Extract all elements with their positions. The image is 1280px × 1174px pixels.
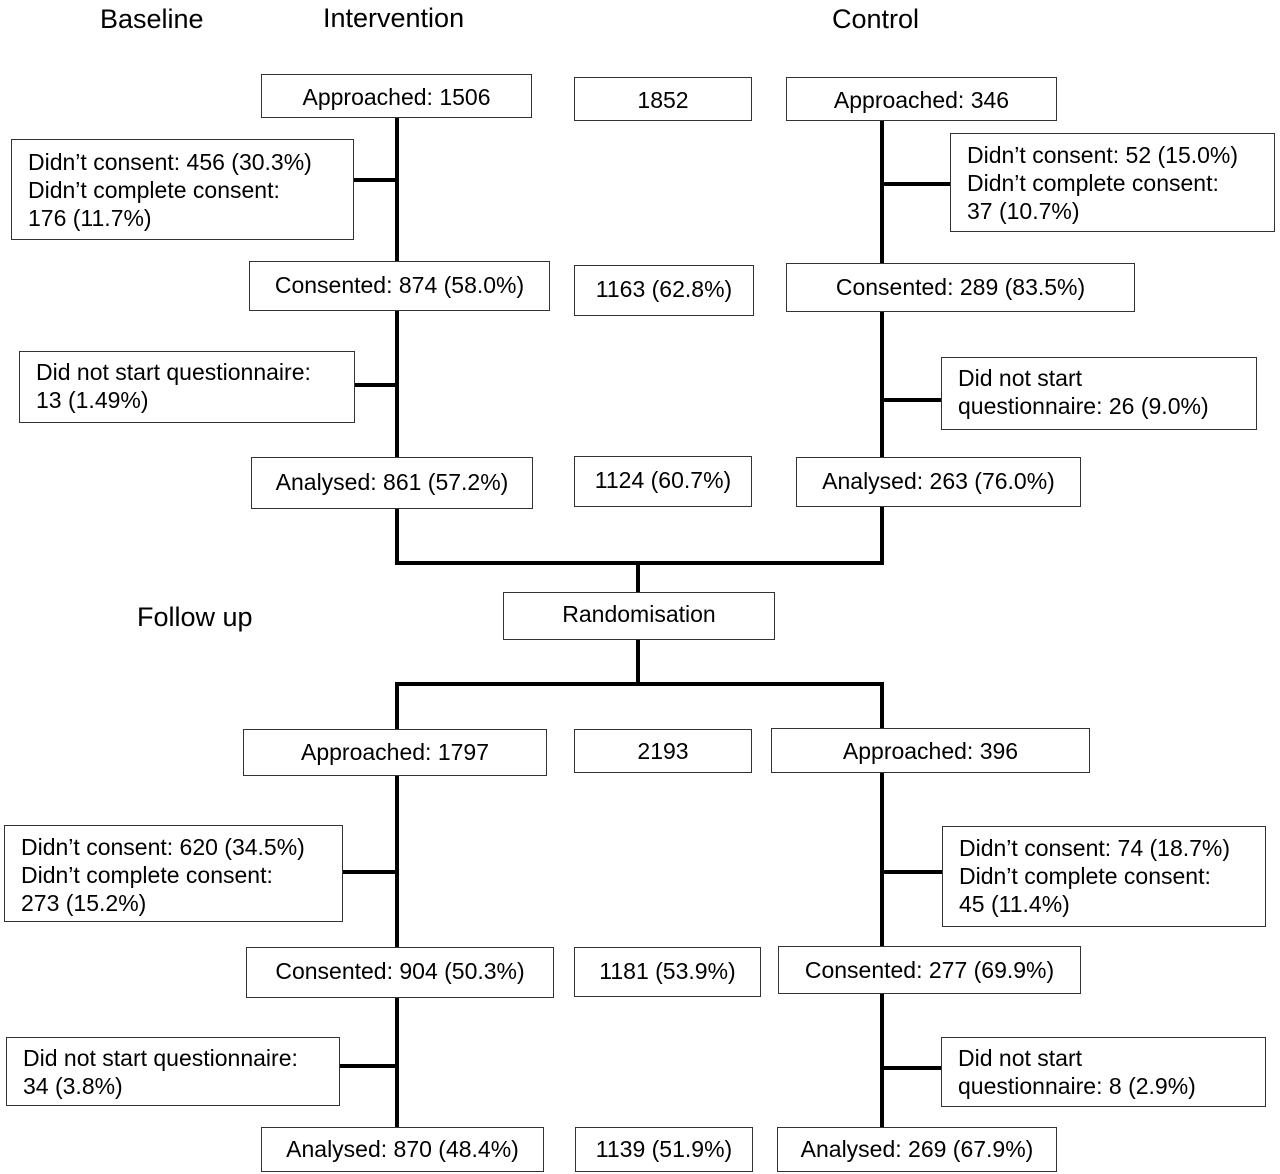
box-text: 176 (11.7%) xyxy=(28,205,152,231)
baseline-control-approached-box: Approached: 346 xyxy=(786,77,1057,121)
box-text: Approached: 1797 xyxy=(301,739,489,765)
baseline-control-consented-box: Consented: 289 (83.5%) xyxy=(786,263,1135,312)
intervention-heading: Intervention xyxy=(323,3,465,33)
connector-line xyxy=(395,682,399,729)
box-text: 273 (15.2%) xyxy=(21,890,147,916)
baseline-heading: Baseline xyxy=(100,4,204,34)
followup-control-consented-box: Consented: 277 (69.9%) xyxy=(778,946,1081,994)
connector-line xyxy=(340,1064,397,1068)
connector-line xyxy=(343,870,397,874)
box-text: 1124 (60.7%) xyxy=(594,467,732,493)
baseline-total-analysed-box: 1124 (60.7%) xyxy=(574,456,752,507)
box-text: Did not start xyxy=(958,1045,1082,1071)
followup-intervention-approached-box: Approached: 1797 xyxy=(243,729,547,776)
box-text: Consented: 289 (83.5%) xyxy=(835,274,1086,300)
connector-line xyxy=(395,682,884,686)
box-text: Analysed: 861 (57.2%) xyxy=(275,469,509,495)
box-text: Did not start questionnaire: xyxy=(23,1045,298,1071)
box-text: 37 (10.7%) xyxy=(967,198,1080,224)
box-text: Didn’t complete consent: xyxy=(967,170,1219,196)
connector-line xyxy=(636,561,640,594)
connector-line xyxy=(636,640,640,685)
baseline-control-analysed-box: Analysed: 263 (76.0%) xyxy=(796,457,1081,507)
followup-intervention-consented-box: Consented: 904 (50.3%) xyxy=(246,947,554,998)
baseline-total-approached-box: 1852 xyxy=(574,77,752,121)
control-heading: Control xyxy=(832,4,920,34)
followup-control-approached-box: Approached: 396 xyxy=(771,728,1090,773)
baseline-control-questionnaire-exclusion-box: Did not start questionnaire: 26 (9.0%) xyxy=(941,357,1257,430)
box-text: questionnaire: 8 (2.9%) xyxy=(958,1073,1196,1099)
box-text: 13 (1.49%) xyxy=(36,387,149,413)
box-text: 45 (11.4%) xyxy=(959,891,1070,917)
box-text: Analysed: 269 (67.9%) xyxy=(800,1136,1034,1162)
followup-control-consent-exclusion-box: Didn’t consent: 74 (18.7%) Didn’t comple… xyxy=(942,826,1266,927)
box-text: Didn’t consent: 620 (34.5%) xyxy=(21,834,305,860)
followup-intervention-consent-exclusion-box: Didn’t consent: 620 (34.5%) Didn’t compl… xyxy=(4,825,343,922)
followup-total-consented-box: 1181 (53.9%) xyxy=(574,947,761,997)
baseline-intervention-consented-box: Consented: 874 (58.0%) xyxy=(249,261,550,311)
box-text: Consented: 277 (69.9%) xyxy=(804,957,1055,983)
box-text: 1163 (62.8%) xyxy=(595,276,733,302)
follow-up-heading: Follow up xyxy=(137,602,253,632)
connector-line xyxy=(880,120,884,563)
box-text: Approached: 1506 xyxy=(302,84,491,110)
box-text: 1852 xyxy=(637,87,689,113)
baseline-intervention-consent-exclusion-box: Didn’t consent: 456 (30.3%) Didn’t compl… xyxy=(11,139,354,240)
connector-line xyxy=(355,383,397,387)
followup-intervention-questionnaire-exclusion-box: Did not start questionnaire: 34 (3.8%) xyxy=(6,1037,340,1106)
followup-total-approached-box: 2193 xyxy=(574,729,752,773)
box-text: Didn’t consent: 74 (18.7%) xyxy=(959,835,1231,861)
box-text: Randomisation xyxy=(562,601,716,627)
connector-line xyxy=(882,1066,942,1070)
followup-intervention-analysed-box: Analysed: 870 (48.4%) xyxy=(261,1127,544,1172)
box-text: 1139 (51.9%) xyxy=(595,1136,733,1162)
box-text: Consented: 874 (58.0%) xyxy=(274,272,525,298)
connector-line xyxy=(882,870,942,874)
baseline-control-consent-exclusion-box: Didn’t consent: 52 (15.0%) Didn’t comple… xyxy=(950,133,1275,232)
followup-control-analysed-box: Analysed: 269 (67.9%) xyxy=(777,1127,1057,1172)
baseline-intervention-analysed-box: Analysed: 861 (57.2%) xyxy=(251,457,533,509)
box-text: Didn’t complete consent: xyxy=(28,177,280,203)
box-text: 1181 (53.9%) xyxy=(599,958,736,984)
connector-line xyxy=(880,682,884,729)
randomisation-box: Randomisation xyxy=(503,592,775,640)
box-text: Didn’t consent: 52 (15.0%) xyxy=(967,142,1239,168)
box-text: Analysed: 870 (48.4%) xyxy=(286,1136,519,1162)
box-text: Didn’t complete consent: xyxy=(959,863,1211,889)
baseline-intervention-questionnaire-exclusion-box: Did not start questionnaire: 13 (1.49%) xyxy=(19,351,355,423)
baseline-intervention-approached-box: Approached: 1506 xyxy=(261,74,532,118)
box-text: Approached: 396 xyxy=(842,738,1019,764)
box-text: questionnaire: 26 (9.0%) xyxy=(958,393,1209,419)
connector-line xyxy=(882,182,950,186)
box-text: Did not start xyxy=(958,365,1082,391)
box-text: Didn’t complete consent: xyxy=(21,862,273,888)
box-text: 34 (3.8%) xyxy=(23,1073,123,1099)
box-text: Approached: 346 xyxy=(833,87,1010,113)
box-text: Consented: 904 (50.3%) xyxy=(275,958,525,984)
baseline-total-consented-box: 1163 (62.8%) xyxy=(574,265,754,316)
connector-line xyxy=(353,178,397,182)
box-text: Didn’t consent: 456 (30.3%) xyxy=(28,149,312,175)
box-text: 2193 xyxy=(637,738,689,764)
connector-line xyxy=(395,118,399,563)
connector-line xyxy=(882,398,942,402)
followup-total-analysed-box: 1139 (51.9%) xyxy=(575,1127,753,1172)
followup-control-questionnaire-exclusion-box: Did not start questionnaire: 8 (2.9%) xyxy=(941,1037,1266,1107)
box-text: Analysed: 263 (76.0%) xyxy=(822,468,1055,494)
box-text: Did not start questionnaire: xyxy=(36,359,311,385)
